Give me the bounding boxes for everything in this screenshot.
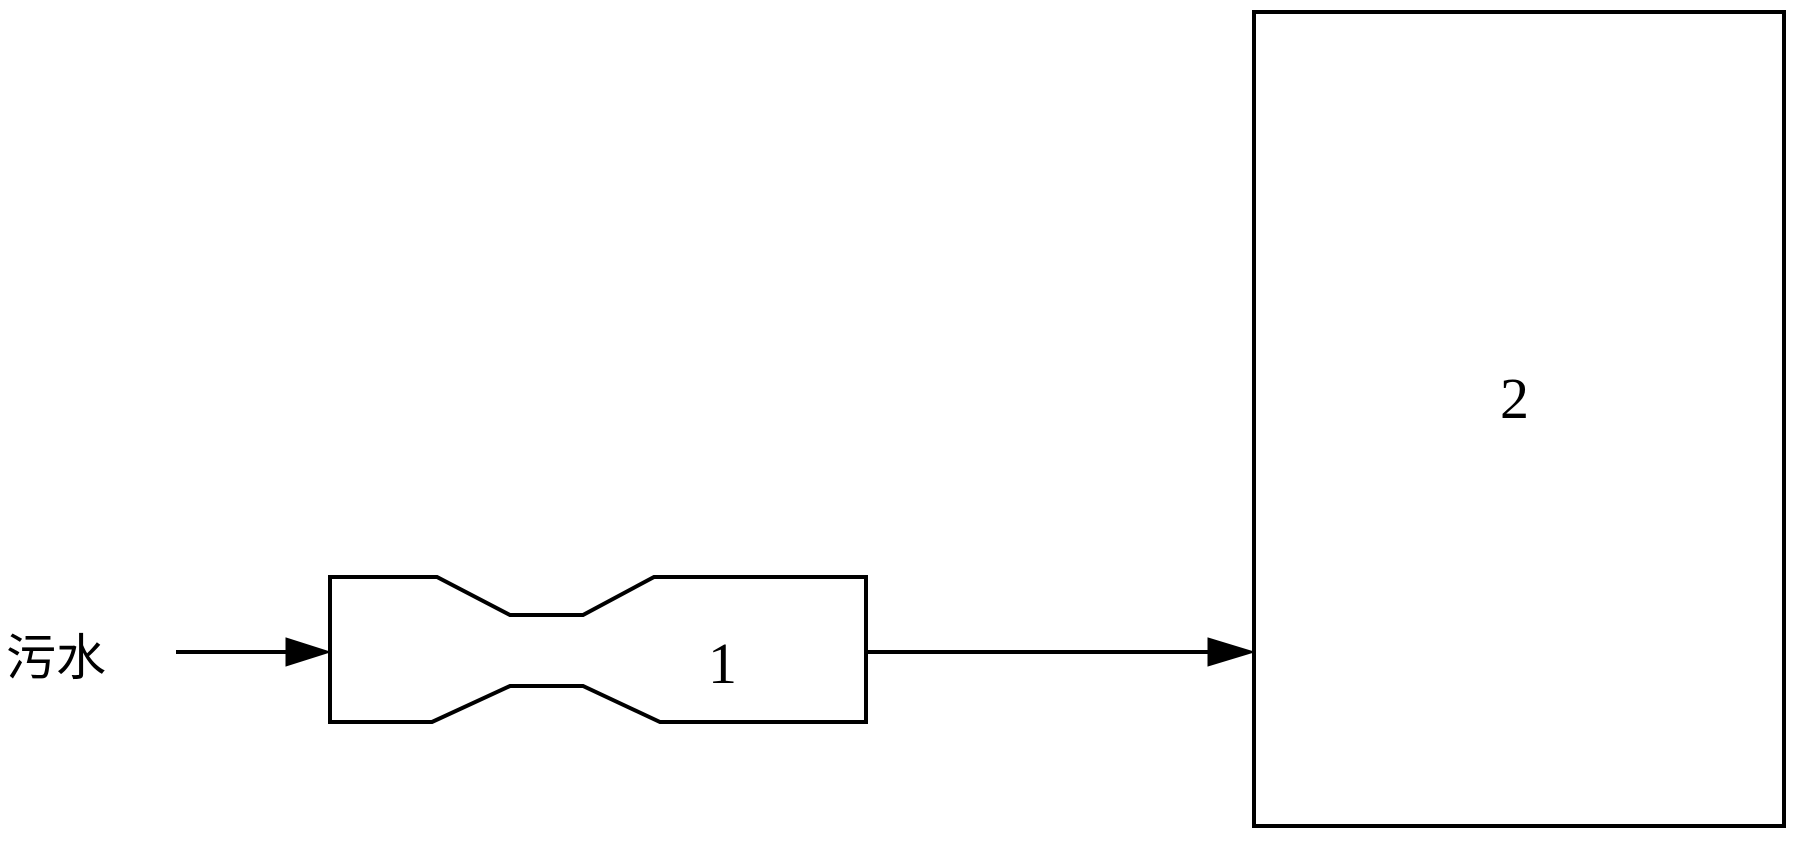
unit-1-bottom-contour (328, 684, 868, 724)
unit-2-tank (1252, 10, 1786, 828)
transfer-arrowhead (1207, 637, 1256, 667)
unit-2-label: 2 (1500, 366, 1529, 431)
inlet-arrowhead (285, 637, 332, 667)
unit-1-venturi (328, 575, 868, 724)
unit-1-label: 1 (708, 631, 737, 696)
unit-1-top-contour (328, 575, 868, 617)
inlet-label: 污水 (6, 629, 106, 687)
